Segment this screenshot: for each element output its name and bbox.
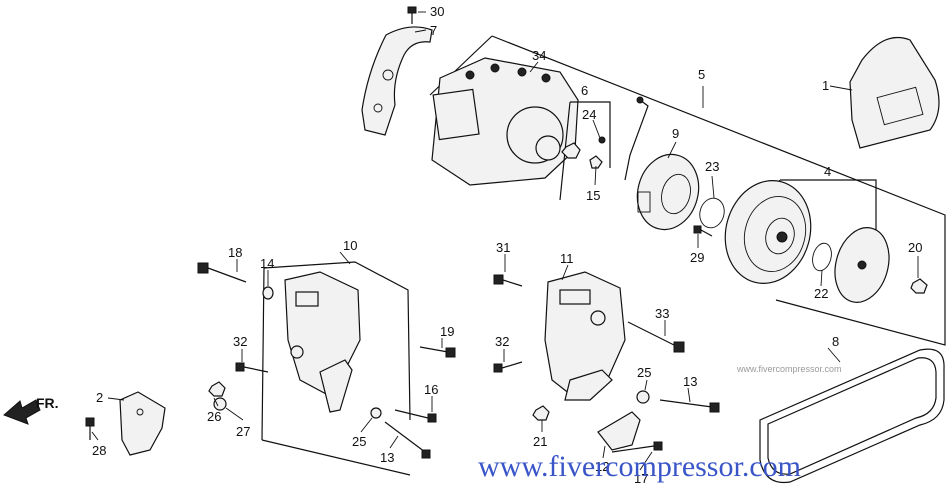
front-label: FR.	[36, 395, 59, 411]
part-14-washer	[262, 286, 274, 300]
part-32-bolt-left	[235, 362, 269, 373]
label-8: 8	[832, 334, 839, 349]
label-17: 17	[634, 471, 648, 486]
label-28: 28	[92, 443, 106, 458]
part-12-bracket	[597, 411, 641, 451]
label-18: 18	[228, 245, 242, 260]
label-12: 12	[595, 459, 609, 474]
label-25-left: 25	[352, 434, 366, 449]
label-13-left: 13	[380, 450, 394, 465]
part-17-bolt	[611, 441, 663, 453]
label-14: 14	[260, 256, 274, 271]
label-2: 2	[96, 390, 103, 405]
front-arrow-icon	[3, 399, 41, 425]
label-4: 4	[824, 164, 831, 179]
part-7-bracket	[361, 26, 433, 136]
part-2-bracket	[119, 391, 166, 456]
part-8-drive-belt	[759, 348, 945, 484]
part-4-pulley	[724, 179, 877, 284]
label-13-right: 13	[683, 374, 697, 389]
label-27: 27	[236, 424, 250, 439]
part-9-field-coil	[636, 153, 700, 231]
armature-plate	[834, 227, 890, 303]
label-34: 34	[532, 48, 546, 63]
part-31-bolt	[493, 274, 523, 287]
label-23: 23	[705, 159, 719, 174]
part-27-washer	[213, 397, 227, 411]
clutch-lead-wire	[624, 96, 649, 181]
part-21-nut	[532, 405, 550, 421]
part-labels: 30 7 34 5 1 6 24 9 23 4 15 29 20 22 10 1…	[92, 4, 922, 486]
part-13-bolt-right	[659, 399, 720, 413]
front-direction-indicator: FR.	[3, 395, 59, 425]
label-26: 26	[207, 409, 221, 424]
label-30: 30	[430, 4, 444, 19]
part-30-bolt	[407, 6, 417, 24]
label-24: 24	[582, 107, 596, 122]
part-18-bolt	[197, 262, 247, 283]
part-34-compressor	[431, 57, 579, 186]
part-20-nut	[910, 278, 928, 294]
part-11-bracket	[544, 271, 626, 401]
label-22: 22	[814, 286, 828, 301]
label-11: 11	[560, 251, 574, 266]
label-19: 19	[440, 324, 454, 339]
label-32-middle: 32	[495, 334, 509, 349]
part-23-snap-ring	[699, 197, 725, 229]
part-6-nut-group	[559, 101, 611, 201]
label-1: 1	[822, 78, 829, 93]
label-16: 16	[424, 382, 438, 397]
part-26-washer	[208, 381, 226, 397]
part-32-bolt-middle	[493, 361, 523, 373]
part-1-cover	[849, 36, 940, 149]
part-33-bolt	[627, 321, 685, 353]
part-13-bolt-left	[370, 407, 431, 459]
label-25-right: 25	[637, 365, 651, 380]
label-31: 31	[496, 240, 510, 255]
part-10-bracket	[284, 271, 361, 413]
label-33: 33	[655, 306, 669, 321]
leader-lines	[91, 11, 919, 471]
part-25-washer-right	[636, 390, 650, 404]
part-16-bolt	[394, 409, 437, 423]
label-20: 20	[908, 240, 922, 255]
label-21: 21	[533, 434, 547, 449]
label-32-left: 32	[233, 334, 247, 349]
part-29-bolt	[693, 225, 713, 237]
part-28-bolt	[85, 417, 95, 440]
label-6: 6	[581, 83, 588, 98]
label-29: 29	[690, 250, 704, 265]
label-15: 15	[586, 188, 600, 203]
label-5: 5	[698, 67, 705, 82]
label-10: 10	[343, 238, 357, 253]
part-22-snap-ring	[812, 242, 832, 272]
part-19-bolt	[419, 346, 456, 358]
watermark-small: www.fivercompressor.com	[736, 364, 842, 374]
label-7: 7	[430, 23, 437, 38]
watermark-large: www.fivercompressor.com	[478, 450, 801, 483]
label-9: 9	[672, 126, 679, 141]
